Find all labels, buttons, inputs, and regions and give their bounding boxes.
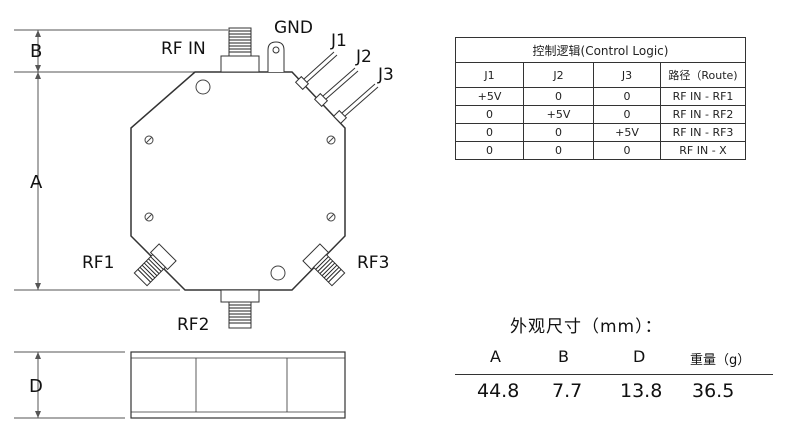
dim-d-label: D: [29, 376, 43, 397]
mounting-holes: [195, 79, 286, 281]
dim-header-weight: 重量（g）: [690, 353, 751, 368]
rf2-connector: [220, 289, 260, 329]
col-header-j3: J3: [593, 62, 661, 88]
dim-b-label: B: [30, 41, 42, 62]
table-cell: +5V: [523, 105, 594, 124]
dim-value-weight: 36.5: [692, 380, 735, 402]
table-cell: 0: [455, 141, 524, 160]
j2-label: J2: [355, 47, 372, 67]
rf1-connector: [133, 243, 177, 287]
col-header-j1: J1: [455, 62, 524, 88]
table-cell: 0: [523, 87, 594, 106]
screws: [144, 135, 336, 222]
dim-value-b: 7.7: [552, 380, 583, 402]
table-cell: 0: [593, 105, 661, 124]
dim-header-d: D: [633, 347, 646, 366]
table-cell: RF IN - RF2: [660, 105, 746, 124]
rf3-connector: [302, 243, 346, 287]
table-cell: RF IN - X: [660, 141, 746, 160]
gnd-lug: [267, 41, 285, 72]
switch-body: [130, 71, 346, 291]
dim-value-d: 13.8: [620, 380, 663, 402]
rf3-label: RF3: [357, 253, 389, 273]
control-pins: [294, 51, 379, 125]
table-cell: 0: [593, 141, 661, 160]
col-header-j2: J2: [523, 62, 594, 88]
col-header-route: 路径（Route): [660, 62, 746, 88]
dim-header-b: B: [558, 347, 569, 366]
side-view: [130, 351, 346, 419]
dimensions-divider: [455, 374, 773, 375]
table-cell: 0: [455, 105, 524, 124]
table-row: +5V 0 0 RF IN - RF1: [455, 87, 746, 106]
table-cell: +5V: [593, 123, 661, 142]
dimensions-title: 外观尺寸（mm）：: [510, 317, 663, 337]
rf-in-connector: [220, 27, 260, 73]
dim-a-label: A: [30, 172, 43, 193]
rf2-label: RF2: [177, 315, 209, 335]
control-logic-table: 控制逻辑(Control Logic) J1 J2 J3 路径（Route) +…: [455, 37, 746, 160]
table-row: 0 0 +5V RF IN - RF3: [455, 123, 746, 142]
j3-label: J3: [377, 65, 394, 85]
rf1-label: RF1: [82, 253, 114, 273]
dimension-lines: [14, 29, 228, 419]
dim-header-a: A: [490, 347, 501, 366]
table-cell: RF IN - RF1: [660, 87, 746, 106]
j1-label: J1: [330, 31, 347, 51]
table-cell: RF IN - RF3: [660, 123, 746, 142]
table-row: 0 +5V 0 RF IN - RF2: [455, 105, 746, 124]
table-cell: 0: [593, 87, 661, 106]
table-row: 0 0 0 RF IN - X: [455, 141, 746, 160]
table-cell: +5V: [455, 87, 524, 106]
table-cell: 0: [523, 141, 594, 160]
dim-value-a: 44.8: [477, 380, 520, 402]
gnd-label: GND: [274, 18, 313, 38]
rf-in-label: RF IN: [161, 39, 206, 59]
dimension-arrows: [35, 30, 41, 418]
control-logic-title: 控制逻辑(Control Logic): [455, 37, 746, 63]
table-cell: 0: [523, 123, 594, 142]
table-cell: 0: [455, 123, 524, 142]
